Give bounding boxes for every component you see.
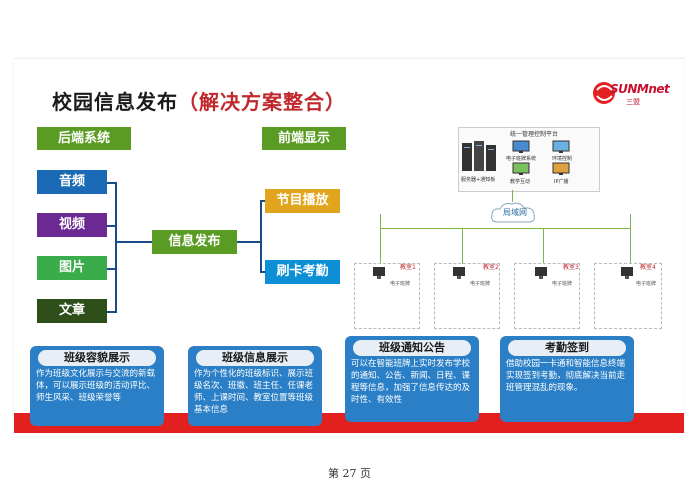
classroom-1 xyxy=(354,263,420,329)
network-link xyxy=(630,214,631,264)
feature-title-3: 班级通知公告 xyxy=(353,340,471,356)
source-article: 文章 xyxy=(37,299,107,323)
terminal-icon xyxy=(373,267,385,279)
terminal-icon xyxy=(453,267,465,279)
connector xyxy=(260,271,265,273)
classroom-2 xyxy=(434,263,500,329)
room-device-2: 电子班牌 xyxy=(470,281,491,287)
source-video: 视频 xyxy=(37,213,107,237)
feature-title-4: 考勤签到 xyxy=(508,340,626,356)
room-label-3: 教室3 xyxy=(563,264,579,271)
room-label-4: 教室4 xyxy=(640,264,656,271)
output-program: 节目播放 xyxy=(265,189,340,213)
network-link xyxy=(380,228,631,229)
connector xyxy=(107,182,116,184)
connector xyxy=(107,225,116,227)
client-label-2: 环境控制 xyxy=(552,156,573,162)
source-audio: 音频 xyxy=(37,170,107,194)
connector xyxy=(115,241,152,243)
feature-text-1: 作为班级文化展示与交流的新载体，可以展示班级的活动评比、师生风采、班级荣誉等 xyxy=(36,369,156,403)
feature-text-2: 作为个性化的班级标识、展示班级名次、班徽、班主任、任课老师、上课时间、教室位置等… xyxy=(194,369,314,415)
feature-title-2: 班级信息展示 xyxy=(196,350,314,366)
backend-header: 后端系统 xyxy=(37,127,131,150)
hub-publish: 信息发布 xyxy=(152,230,237,254)
logo-cn-text: 三盟 xyxy=(626,98,640,106)
terminal-icon xyxy=(621,267,633,279)
feature-card-2: 班级信息展示 作为个性化的班级标识、展示班级名次、班徽、班主任、任课老师、上课时… xyxy=(188,346,322,426)
room-label-1: 教室1 xyxy=(400,264,416,271)
feature-title-1: 班级容貌展示 xyxy=(38,350,156,366)
logo-wordmark: SUNMnet xyxy=(610,82,670,96)
feature-card-3: 班级通知公告 可以在智能班牌上实时发布学校的通知、公告、新闻、日程、课程等信息，… xyxy=(345,336,479,422)
client-label-4: IP广播 xyxy=(554,179,569,185)
terminal-icon xyxy=(535,267,547,279)
page-number: 第 27 页 xyxy=(328,467,371,480)
network-link xyxy=(462,228,463,264)
classroom-3 xyxy=(514,263,580,329)
feature-card-4: 考勤签到 借助校园一卡通和智能信息终端实现签到考勤，彻底解决当前走班管理混乱的现… xyxy=(500,336,634,422)
room-device-3: 电子班牌 xyxy=(552,281,573,287)
connector xyxy=(115,182,117,313)
sunmnet-logo xyxy=(593,82,615,104)
network-link xyxy=(543,228,544,264)
connector xyxy=(107,311,116,313)
room-device-4: 电子班牌 xyxy=(636,281,657,287)
client-label-1: 电子班牌系统 xyxy=(506,156,537,162)
network-cloud-icon xyxy=(491,202,535,223)
platform-label: 统一管理控制平台 xyxy=(510,131,559,138)
client-label-3: 教学互动 xyxy=(510,179,531,185)
network-label: 局域网 xyxy=(503,208,527,217)
connector xyxy=(260,200,262,273)
room-label-2: 教室2 xyxy=(483,264,499,271)
network-link xyxy=(380,214,381,264)
page-subtitle: （解决方案整合） xyxy=(178,90,346,114)
connector xyxy=(237,241,261,243)
server-label: 服务器+通知板 xyxy=(461,177,496,183)
monitor-icon xyxy=(552,162,570,175)
source-image: 图片 xyxy=(37,256,107,280)
monitor-icon xyxy=(512,162,530,175)
server-rack-icon xyxy=(462,141,496,171)
connector xyxy=(260,200,265,202)
monitor-icon xyxy=(512,140,530,153)
feature-text-3: 可以在智能班牌上实时发布学校的通知、公告、新闻、日程、课程等信息，加强了信息传达… xyxy=(351,359,471,405)
frontend-header: 前端显示 xyxy=(262,127,346,150)
feature-card-1: 班级容貌展示 作为班级文化展示与交流的新载体，可以展示班级的活动评比、师生风采、… xyxy=(30,346,164,426)
network-link xyxy=(512,190,513,202)
classroom-4 xyxy=(594,263,662,329)
page-title: 校园信息发布（解决方案整合） xyxy=(52,90,346,114)
connector xyxy=(107,268,116,270)
output-attendance: 刷卡考勤 xyxy=(265,260,340,284)
monitor-icon xyxy=(552,140,570,153)
room-device-1: 电子班牌 xyxy=(390,281,411,287)
feature-text-4: 借助校园一卡通和智能信息终端实现签到考勤，彻底解决当前走班管理混乱的现象。 xyxy=(506,359,626,393)
